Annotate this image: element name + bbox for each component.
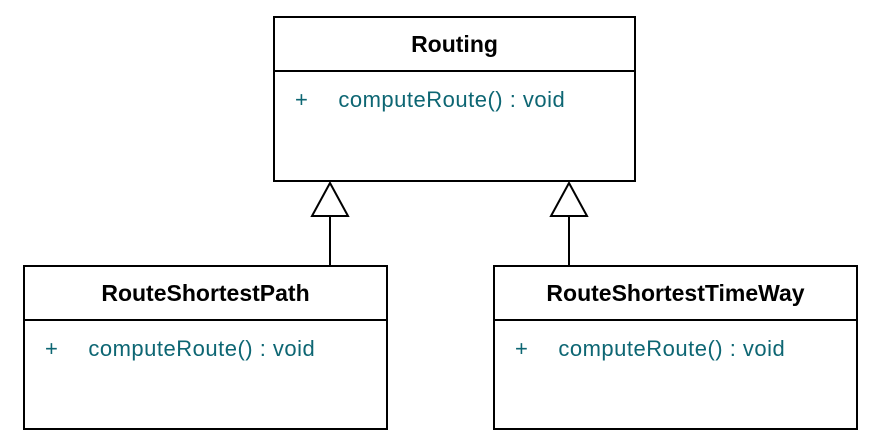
method-visibility: + xyxy=(295,87,309,112)
class-name: Routing xyxy=(275,18,634,72)
method-signature: computeRoute() : void xyxy=(338,87,566,112)
method-row: + computeRoute() : void xyxy=(45,336,386,362)
class-box-routing: Routing + computeRoute() : void xyxy=(273,16,636,182)
method-row: + computeRoute() : void xyxy=(295,87,634,113)
generalization-arrow-shortest-time-way xyxy=(549,180,589,266)
class-name: RouteShortestTimeWay xyxy=(495,267,856,321)
method-visibility: + xyxy=(515,336,529,361)
generalization-triangle-icon xyxy=(310,180,350,217)
method-signature: computeRoute() : void xyxy=(558,336,786,361)
generalization-triangle-icon xyxy=(549,180,589,217)
class-box-route-shortest-time-way: RouteShortestTimeWay + computeRoute() : … xyxy=(493,265,858,430)
method-row: + computeRoute() : void xyxy=(515,336,856,362)
methods-compartment: + computeRoute() : void xyxy=(275,72,634,113)
method-visibility: + xyxy=(45,336,59,361)
methods-compartment: + computeRoute() : void xyxy=(25,321,386,362)
class-box-route-shortest-path: RouteShortestPath + computeRoute() : voi… xyxy=(23,265,388,430)
class-name: RouteShortestPath xyxy=(25,267,386,321)
generalization-arrow-shortest-path xyxy=(310,180,350,266)
methods-compartment: + computeRoute() : void xyxy=(495,321,856,362)
method-signature: computeRoute() : void xyxy=(88,336,316,361)
